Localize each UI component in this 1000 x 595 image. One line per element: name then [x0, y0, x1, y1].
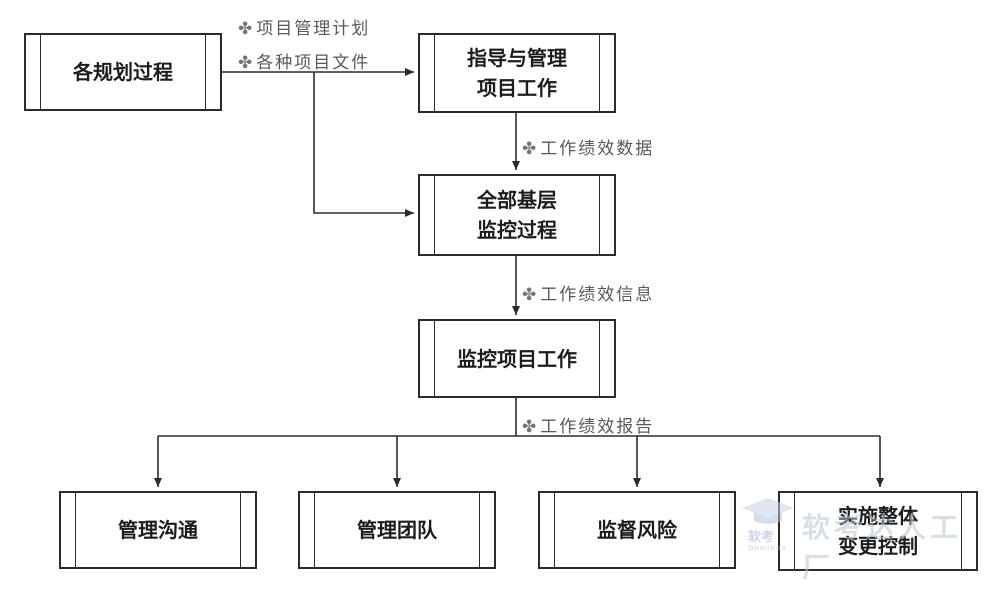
process-manage-communications: 管理沟通 — [59, 491, 257, 569]
process-direct-manage: 指导与管理 项目工作 — [418, 33, 616, 113]
process-monitor-work-line1: 监控项目工作 — [457, 346, 577, 371]
process-direct-manage-line2: 项目工作 — [477, 76, 557, 100]
arrow-planning-to-monitoring — [313, 72, 414, 217]
flow-marker-icon: ✤ — [522, 417, 539, 437]
flow-label-perf-report-text: 工作绩效报告 — [540, 417, 655, 437]
flow-label-docs-text: 各种项目文件 — [256, 53, 371, 73]
flow-label-perf-info-text: 工作绩效信息 — [540, 285, 655, 305]
process-all-monitoring-line2: 监控过程 — [477, 218, 557, 242]
flow-label-docs: ✤各种项目文件 — [238, 48, 370, 73]
flow-label-perf-data-text: 工作绩效数据 — [540, 139, 655, 159]
process-all-monitoring: 全部基层 监控过程 — [418, 174, 616, 256]
flow-marker-icon: ✤ — [522, 139, 539, 159]
process-all-monitoring-line1: 全部基层 — [477, 188, 557, 212]
flow-label-plan-text: 项目管理计划 — [256, 19, 371, 39]
flow-marker-icon: ✤ — [238, 53, 255, 73]
process-planning: 各规划过程 — [24, 33, 222, 111]
process-manage-team-line1: 管理团队 — [357, 518, 437, 542]
process-direct-manage-line1: 指导与管理 — [467, 46, 567, 70]
process-integrated-change-control-line2: 变更控制 — [838, 534, 918, 558]
process-manage-team: 管理团队 — [298, 491, 496, 569]
process-monitor-work: 监控项目工作 — [418, 319, 616, 398]
flow-label-perf-report: ✤工作绩效报告 — [522, 412, 654, 437]
flow-marker-icon: ✤ — [522, 285, 539, 305]
flow-label-plan: ✤项目管理计划 — [238, 14, 370, 39]
flow-marker-icon: ✤ — [238, 19, 255, 39]
flow-label-perf-data: ✤工作绩效数据 — [522, 134, 654, 159]
process-monitor-risks-line1: 监督风险 — [597, 518, 677, 542]
process-planning-line1: 各规划过程 — [73, 60, 173, 84]
process-monitor-risks: 监督风险 — [538, 491, 736, 569]
process-integrated-change-control: 实施整体 变更控制 — [778, 491, 978, 571]
process-manage-communications-line1: 管理沟通 — [118, 518, 198, 542]
process-integrated-change-control-line1: 实施整体 — [838, 504, 918, 528]
flow-label-perf-info: ✤工作绩效信息 — [522, 280, 654, 305]
